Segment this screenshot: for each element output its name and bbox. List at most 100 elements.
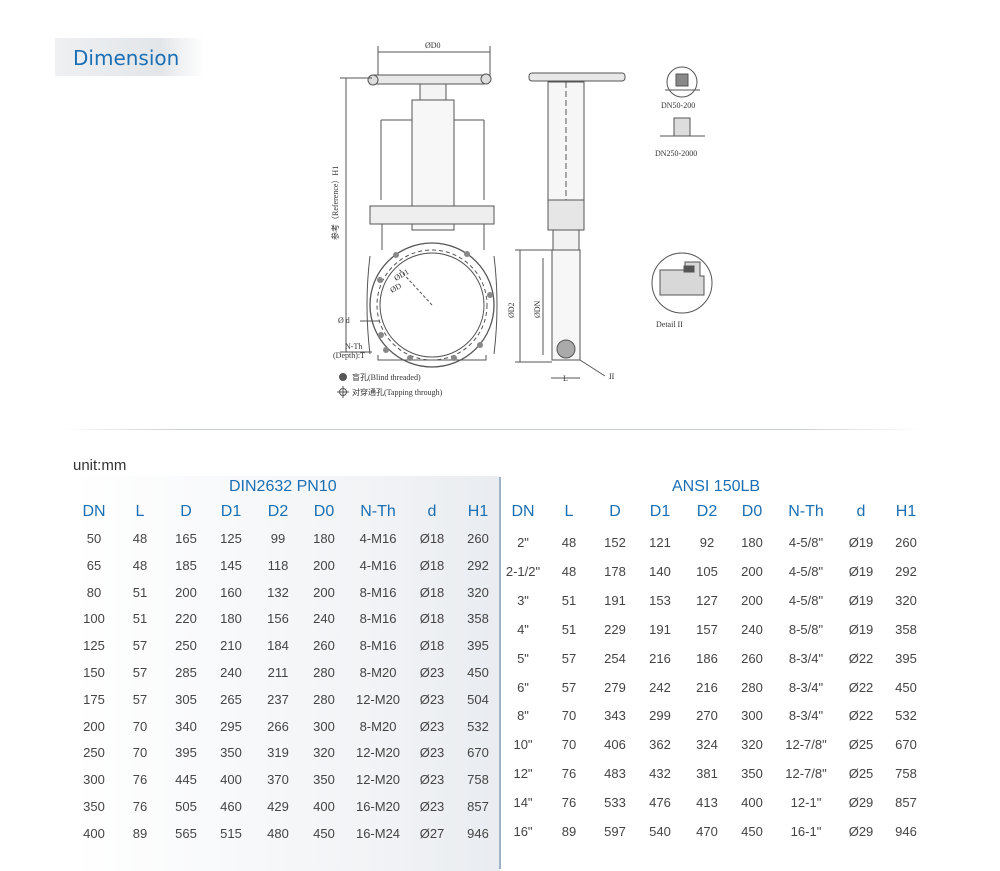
unit-label: unit:mm [73,457,127,474]
din-cell: 260 [313,638,335,654]
din-cell: Ø18 [419,584,445,600]
ansi-cell: Ø19 [848,535,874,550]
ansi-cell: 395 [895,650,917,666]
din-cell: 200 [313,557,335,573]
section-divider [60,429,920,430]
legend-blind-threaded: 盲孔(Blind threaded) [352,372,421,382]
actuator-plate [369,205,495,225]
din-cell: Ø18 [419,531,445,546]
ansi-cell: 12-7/8" [785,766,827,782]
din-cell: Ø23 [419,718,445,734]
din-cell: 280 [313,665,335,680]
din-cell: 857 [467,799,489,814]
section-title: Dimension [73,46,180,70]
din-header-dn: DN [82,503,106,520]
ansi-cell: 532 [895,708,917,724]
ansi-cell: 2" [517,535,529,550]
din-cell: 57 [132,665,148,680]
din-cell: 532 [467,718,489,734]
din-cell: 300 [313,718,335,734]
din-cell: 210 [220,638,242,654]
ansi-cell: 857 [895,795,917,811]
din-cell: 156 [267,611,289,627]
ansi-cell: 127 [696,592,718,608]
ansi-cell: 670 [895,737,917,753]
din-header-d: d [427,503,437,520]
din-cell: 8-M16 [359,611,397,627]
ansi-cell: 597 [604,824,626,839]
ansi-cell: 320 [895,592,917,608]
din-cell: Ø23 [419,665,445,680]
din-cell: 70 [132,718,148,734]
ansi-cell: 200 [741,592,763,608]
din-cell: 260 [467,531,489,546]
ansi-cell: 180 [741,535,763,550]
din-cell: 480 [267,825,289,841]
ansi-cell: 12-1" [790,795,822,811]
ansi-cell: 4-5/8" [788,563,824,579]
ansi-cell: 76 [561,766,577,782]
valve-technical-drawing: ØD0 参考（Reference）H1 ØD1 ØD Ø d N-Th (Dep… [330,41,713,398]
ansi-cell: 6" [517,679,529,695]
din-cell: Ø18 [419,611,445,627]
din-cell: 670 [467,745,489,761]
din-cell: 565 [175,825,197,841]
ansi-cell: 178 [604,563,626,579]
label-odn: ØDN [533,300,542,318]
ansi-cell: 299 [649,708,671,724]
din-cell: 76 [132,799,148,814]
din-cell: 515 [220,825,242,841]
din-cell: 57 [132,691,148,707]
din-header-d: D [180,503,192,520]
din-cell: 758 [467,772,489,788]
din-cell: 8-M16 [359,638,397,654]
din-cell: 350 [220,745,242,761]
ansi-cell: 16-1" [790,824,822,839]
din-cell: 100 [83,611,105,627]
ansi-cell: 946 [895,824,917,839]
din-cell: 8-M20 [359,665,397,680]
din-cell: 285 [175,665,197,680]
table-divider [499,477,501,869]
ansi-cell: 450 [895,679,917,695]
label-detail-ii: Detail II [656,320,683,329]
ansi-cell: 153 [649,592,671,608]
din-cell: 76 [132,772,148,788]
din-cell: 4-M16 [359,531,397,546]
ansi-cell: 51 [561,621,577,637]
din-cell: 350 [83,799,105,814]
din-cell: 200 [175,584,197,600]
ansi-cell: 12" [513,766,533,782]
din-cell: 266 [267,718,289,734]
din-header-l: L [135,503,145,520]
din-cell: 50 [86,531,102,546]
din-cell: 265 [220,691,242,707]
label-od0: ØD0 [425,41,441,50]
din-cell: 319 [267,745,289,761]
ansi-cell: 242 [649,679,671,695]
ansi-cell: 343 [604,708,626,724]
din-cell: 370 [267,772,289,788]
ansi-cell: 4-5/8" [788,592,824,608]
ansi-cell: 191 [604,592,626,608]
din-cell: 4-M16 [359,557,397,573]
ansi-header-d: d [856,503,866,520]
din-cell: 185 [175,557,197,573]
din-cell: 99 [270,531,286,546]
din-cell: 184 [267,638,289,654]
ansi-cell: 89 [561,824,577,839]
label-ii: II [609,372,615,381]
din-cell: 400 [83,825,105,841]
flange-outer [369,242,495,368]
ansi-cell: 432 [649,766,671,782]
ansi-cell: 216 [649,650,671,666]
din-cell: 250 [175,638,197,654]
din-cell: 8-M20 [359,718,397,734]
din-cell: 237 [267,691,289,707]
label-h1: 参考（Reference）H1 [330,166,340,240]
ansi-cell: 362 [649,737,671,753]
din-cell: 450 [313,825,335,841]
ansi-cell: Ø19 [848,563,874,579]
din-cell: 250 [83,745,105,761]
ansi-cell: 320 [741,737,763,753]
